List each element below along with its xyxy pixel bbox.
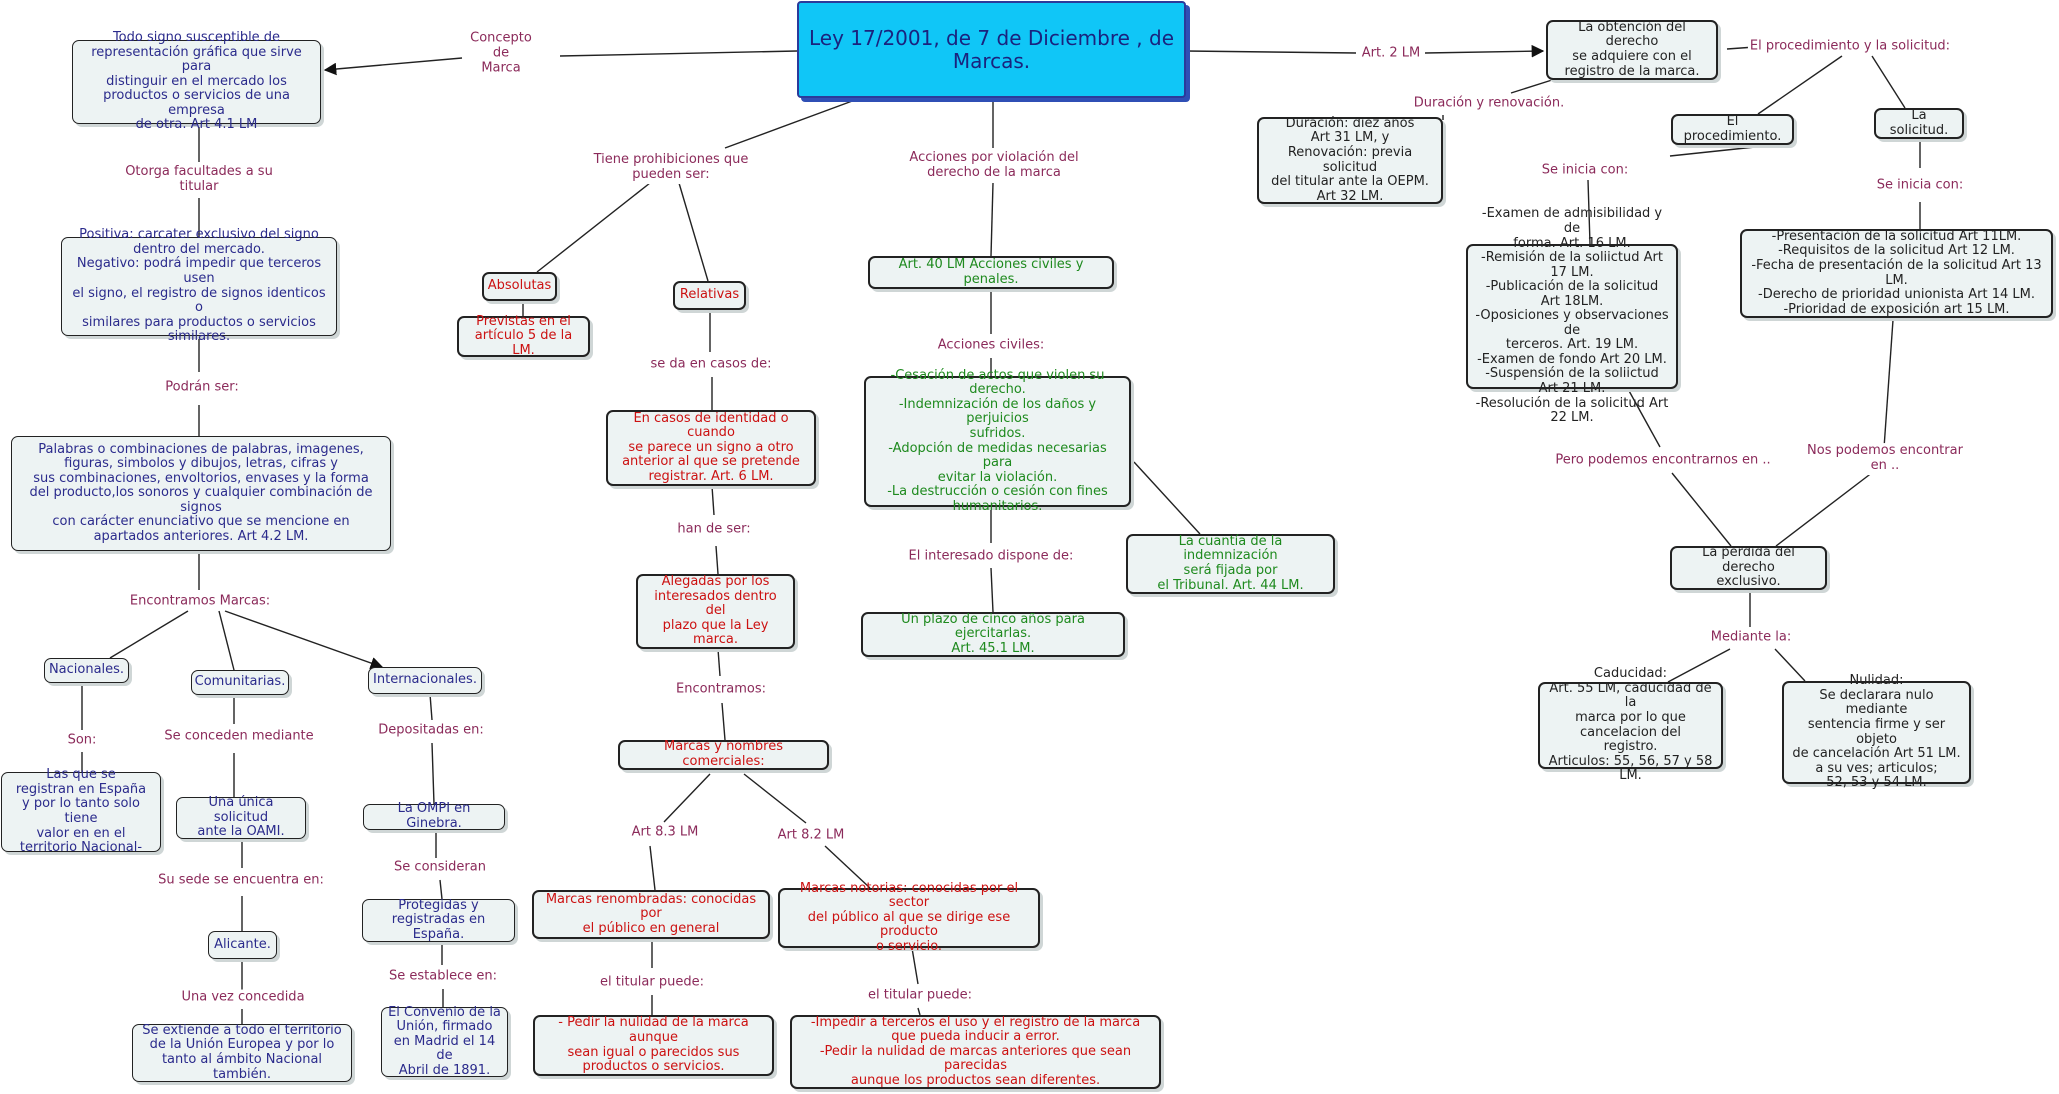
pedir-nulidad-node[interactable]: - Pedir la nulidad de la marca aunque se… <box>533 1015 774 1076</box>
link-label-inicia-2: Se inicia con: <box>1874 177 1966 195</box>
relativas-node[interactable]: Relativas <box>673 281 746 310</box>
definicion-marca-node[interactable]: Todo signo susceptible de representación… <box>72 30 321 132</box>
link-label-casos: se da en casos de: <box>648 356 774 374</box>
plazo-cinco-anos-node[interactable]: Un plazo de cinco años para ejercitarlas… <box>861 612 1125 657</box>
nacionales-desc-node[interactable]: Las que se registran en España y por lo … <box>1 768 161 855</box>
nulidad-node[interactable]: Nulidad: Se declarara nulo mediante sent… <box>1782 674 1971 790</box>
identidad-node[interactable]: En casos de identidad o cuando se parece… <box>606 410 816 486</box>
previstas-art5-node[interactable]: Previstas en el artículo 5 de la LM. <box>457 314 590 358</box>
link-label-proc-solicitud: El procedimiento y la solicitud: <box>1747 38 1953 56</box>
link-label-sede: Su sede se encuentra en: <box>156 872 326 890</box>
link-label-duracion-renovacion: Duración y renovación. <box>1411 95 1567 113</box>
link-label-mediante: Mediante la: <box>1708 629 1794 647</box>
protegidas-node[interactable]: Protegidas y registradas en España. <box>362 898 515 942</box>
link-label-depositadas: Depositadas en: <box>376 722 486 740</box>
link-label-interesado: El interesado dispone de: <box>906 548 1076 566</box>
internacionales-node[interactable]: Internacionales. <box>368 667 482 694</box>
link-label-prohibiciones: Tiene prohibiciones que pueden ser: <box>591 152 751 184</box>
link-label-art82: Art 8.2 LM <box>775 827 847 845</box>
art40-node[interactable]: Art. 40 LM Acciones civiles y penales. <box>868 256 1114 289</box>
impedir-node[interactable]: -Impedir a terceros el uso y el registro… <box>790 1015 1161 1089</box>
alicante-node[interactable]: Alicante. <box>208 931 277 959</box>
renombradas-node[interactable]: Marcas renombradas: conocidas por el púb… <box>532 890 770 939</box>
link-label-encontramos: Encontramos: <box>674 681 768 699</box>
facultades-node[interactable]: Positiva: carcater exclusivo del signo d… <box>61 228 337 344</box>
cuantia-node[interactable]: La cuantía de la indemnización será fija… <box>1126 534 1335 594</box>
ompi-node[interactable]: La OMPI en Ginebra. <box>363 802 505 831</box>
link-label-son: Son: <box>65 732 99 750</box>
perdida-derecho-node[interactable]: La perdida del derecho exclusivo. <box>1670 545 1827 590</box>
link-label-art83: Art 8.3 LM <box>629 824 701 842</box>
notorias-node[interactable]: Marcas notorias: conocidas por el sector… <box>778 881 1040 954</box>
comunitarias-node[interactable]: Comunitarias. <box>191 670 289 695</box>
marcas-nombres-node[interactable]: Marcas y nombres comerciales: <box>618 740 829 770</box>
caducidad-node[interactable]: Caducidad: Art. 55 LM, caducidad de la m… <box>1538 667 1723 783</box>
title-node[interactable]: Ley 17/2001, de 7 de Diciembre , de Marc… <box>797 1 1186 98</box>
link-label-han: han de ser: <box>675 521 753 539</box>
link-label-art2: Art. 2 LM <box>1359 45 1423 63</box>
link-label-pero: Pero podemos encontrarnos en .. <box>1553 452 1773 470</box>
solicitud-node[interactable]: La solicitud. <box>1874 108 1964 139</box>
nacionales-node[interactable]: Nacionales. <box>44 658 129 683</box>
tipos-signos-node[interactable]: Palabras o combinaciones de palabras, im… <box>11 436 391 551</box>
link-label-establece: Se establece en: <box>387 968 499 986</box>
alegadas-node[interactable]: Alegadas por los interesados dentro del … <box>636 574 795 649</box>
link-label-acciones-violacion: Acciones por violación del derecho de la… <box>907 150 1081 182</box>
oami-node[interactable]: Una única solicitud ante la OAMI. <box>176 795 306 839</box>
examen-list-node[interactable]: -Examen de admisibilidad y de forma. Art… <box>1466 207 1678 425</box>
link-label-titular-1: el titular puede: <box>598 974 706 992</box>
procedimiento-node[interactable]: El procedimiento. <box>1671 114 1794 145</box>
obtencion-derecho-node[interactable]: La obtención del derecho se adquiere con… <box>1546 20 1718 80</box>
link-label-acciones-civiles: Acciones civiles: <box>935 337 1047 355</box>
link-label-inicia-1: Se inicia con: <box>1539 162 1631 180</box>
presentacion-list-node[interactable]: -Presentación de la solicitud Art 11LM. … <box>1740 229 2053 318</box>
link-label-conceden: Se conceden mediante <box>162 728 316 746</box>
absolutas-node[interactable]: Absolutas <box>482 272 557 301</box>
convenio-node[interactable]: El Convenio de la Unión, firmado en Madr… <box>381 1005 508 1078</box>
link-label-encontramos-marcas: Encontramos Marcas: <box>127 593 273 611</box>
link-label-consideran: Se consideran <box>392 859 488 877</box>
link-label-concepto: Concepto de Marca <box>468 30 534 78</box>
link-label-titular-2: el titular puede: <box>866 987 974 1005</box>
link-label-nos: Nos podemos encontrar en .. <box>1798 443 1972 475</box>
link-label-podran: Podrán ser: <box>163 379 241 397</box>
link-label-otorga: Otorga facultades a su titular <box>123 164 275 196</box>
union-europea-node[interactable]: Se extiende a todo el territorio de la U… <box>132 1023 352 1082</box>
acciones-civiles-list-node[interactable]: -Cesación de actos que violen su derecho… <box>864 368 1131 513</box>
duracion-node[interactable]: Duración: diez años Art 31 LM, y Renovac… <box>1257 116 1443 204</box>
link-label-concedida: Una vez concedida <box>179 989 307 1007</box>
